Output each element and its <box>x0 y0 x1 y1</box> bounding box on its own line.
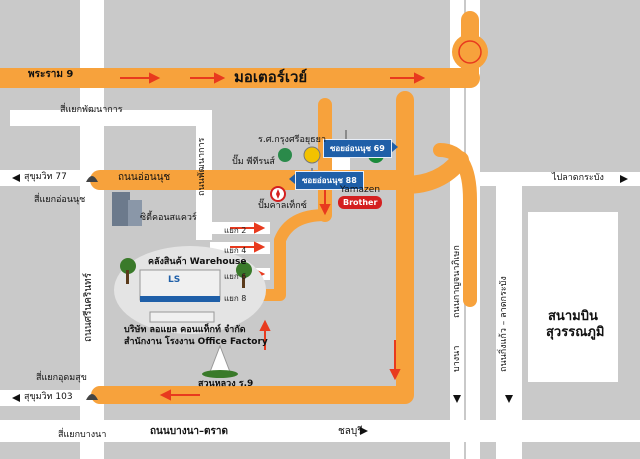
airport-name-line2: สุวรรณภูมิ <box>546 325 605 340</box>
city-condo-tower <box>112 192 130 226</box>
soi88-to-soi8-route <box>219 209 331 301</box>
arrow-motorway-head <box>414 72 426 84</box>
tree-1-trunk <box>126 270 129 284</box>
company-name-line2: สำนักงาน โรงงาน Office Factory <box>124 337 268 347</box>
interchange-curve-route <box>433 143 477 307</box>
suan-luang-label: สวนหลวง ร.9 <box>198 379 254 389</box>
soi-4-label: แยก 4 <box>224 246 247 255</box>
white-road-arrows <box>12 174 628 435</box>
arrow-soi4-head <box>254 241 266 253</box>
sign-on-nut-69: ซอยอ่อนนุช 69 <box>323 139 398 158</box>
phatthanakan-road-label: ถนนพัฒนาการ <box>197 137 207 196</box>
king-kaeo-road-label: ถนนกิ่งแก้ว – ลาดกระบัง <box>499 276 509 372</box>
soi-6-label: แยก 6 <box>224 272 247 281</box>
arrow-sukhumvit103-left <box>12 394 20 402</box>
gas-station-icons <box>270 146 384 202</box>
pt-station-icon <box>278 148 292 162</box>
tunnel-on-nut <box>86 176 98 182</box>
roundabout-circle <box>452 34 488 70</box>
lower-route <box>91 171 414 404</box>
arrow-soi2-head <box>254 222 266 234</box>
pt-station-label: ปั๊ม พีทีรนส์ <box>232 157 275 167</box>
sukhumvit77-label: สุขุมวิท 77 <box>24 172 67 182</box>
king-kaeo-road-shape <box>496 180 522 459</box>
suan-luang-pavilion <box>202 344 238 378</box>
phatthanakan-horizontal-shape <box>10 110 210 126</box>
tree-1 <box>120 258 136 274</box>
bang-na-vertical-label: บางนา <box>452 345 462 372</box>
caltex-station-label: ปั๊มคาลเท็กซ์ <box>258 201 307 211</box>
soi-8-label: แยก 8 <box>224 294 247 303</box>
on-nut-road-label: ถนนอ่อนนุช <box>118 172 171 183</box>
rama9-label: พระราม 9 <box>28 69 74 80</box>
caltex-star-shape <box>276 189 280 199</box>
krung-sri-hospital-label: ร.ศ.กรุงศรีอยุธยา <box>258 135 326 145</box>
warehouse-building <box>139 269 221 301</box>
on-nut-junction-label: สี่แยกอ่อนนุช <box>34 195 86 205</box>
tree-2 <box>236 262 252 278</box>
arrow-outer-ring-down <box>453 395 461 403</box>
tunnels <box>86 176 98 400</box>
arrow-chonburi-right <box>360 427 368 435</box>
sukhumvit103-shape <box>0 390 96 406</box>
brother-badge: Brother <box>338 196 383 209</box>
arrow-rama9-2-head <box>214 72 226 84</box>
arrow-soi88-down-head <box>319 204 331 216</box>
bang-na-junction-label: สี่แยกบางนา <box>58 430 107 440</box>
city-condo-label: ซิตี้คอนสแควร์ <box>140 213 197 223</box>
sukhumvit103-label: สุขุมวิท 103 <box>24 392 73 402</box>
arrow-sukhumvit77-left <box>12 174 20 182</box>
hospital-icon <box>303 146 321 164</box>
phatthanakan-junction-label: สี่แยกพัฒนาการ <box>60 105 123 115</box>
company-logo: LS <box>168 275 181 285</box>
company-site <box>114 246 266 334</box>
motorway-label: มอเตอร์เวย์ <box>234 68 308 86</box>
route-arrows <box>120 72 426 401</box>
pavilion-base <box>202 370 238 378</box>
company-name-line1: บริษัท ลอแยล คอนแท็กท์ จำกัด <box>124 325 246 335</box>
soi-2-label: แยก 2 <box>224 226 247 235</box>
chonburi-label: ชลบุรี <box>338 426 363 437</box>
arrow-rama9-1-head <box>149 72 161 84</box>
srinakarin-road-label: ถนนศรีนครินทร์ <box>83 272 94 342</box>
arrow-lat-krabang-right <box>620 175 628 183</box>
sukhumvit77-shape <box>0 170 96 186</box>
tunnel-udom-suk <box>86 394 98 400</box>
airport-name-line1: สนามบิน <box>548 309 598 324</box>
office-building <box>149 311 215 323</box>
airport-area <box>528 212 618 382</box>
roundabout-arrow-ring <box>458 40 482 64</box>
sign-on-nut-88: ซอยอ่อนนุช 88 <box>289 171 364 190</box>
to-lat-krabang-label: ไปลาดกระบัง <box>552 173 604 183</box>
city-condo-tower-2 <box>128 200 142 226</box>
arrow-up-return-head <box>259 319 271 331</box>
city-condo-building <box>112 192 142 226</box>
tree-2-trunk <box>242 274 245 288</box>
arrow-bottom-left-head <box>159 389 171 401</box>
warehouse-label: คลังสินค้า Warehouse <box>148 257 247 267</box>
roundabout <box>452 34 488 70</box>
arrow-king-kaeo-down <box>505 395 513 403</box>
outer-ring-road-label: ถนนกาญจนาภิเษก <box>452 245 462 318</box>
yamazen-label: Yamazen <box>340 185 381 195</box>
outer-ring-left-shape <box>450 0 464 459</box>
pavilion-roof <box>209 344 231 373</box>
warehouse-stripe <box>140 296 220 302</box>
arrow-lower-down-head <box>389 369 401 381</box>
udom-suk-junction-label: สี่แยกอุดมสุข <box>36 373 87 383</box>
bang-na-trat-road-label: ถนนบางนา–ตราด <box>150 426 228 437</box>
